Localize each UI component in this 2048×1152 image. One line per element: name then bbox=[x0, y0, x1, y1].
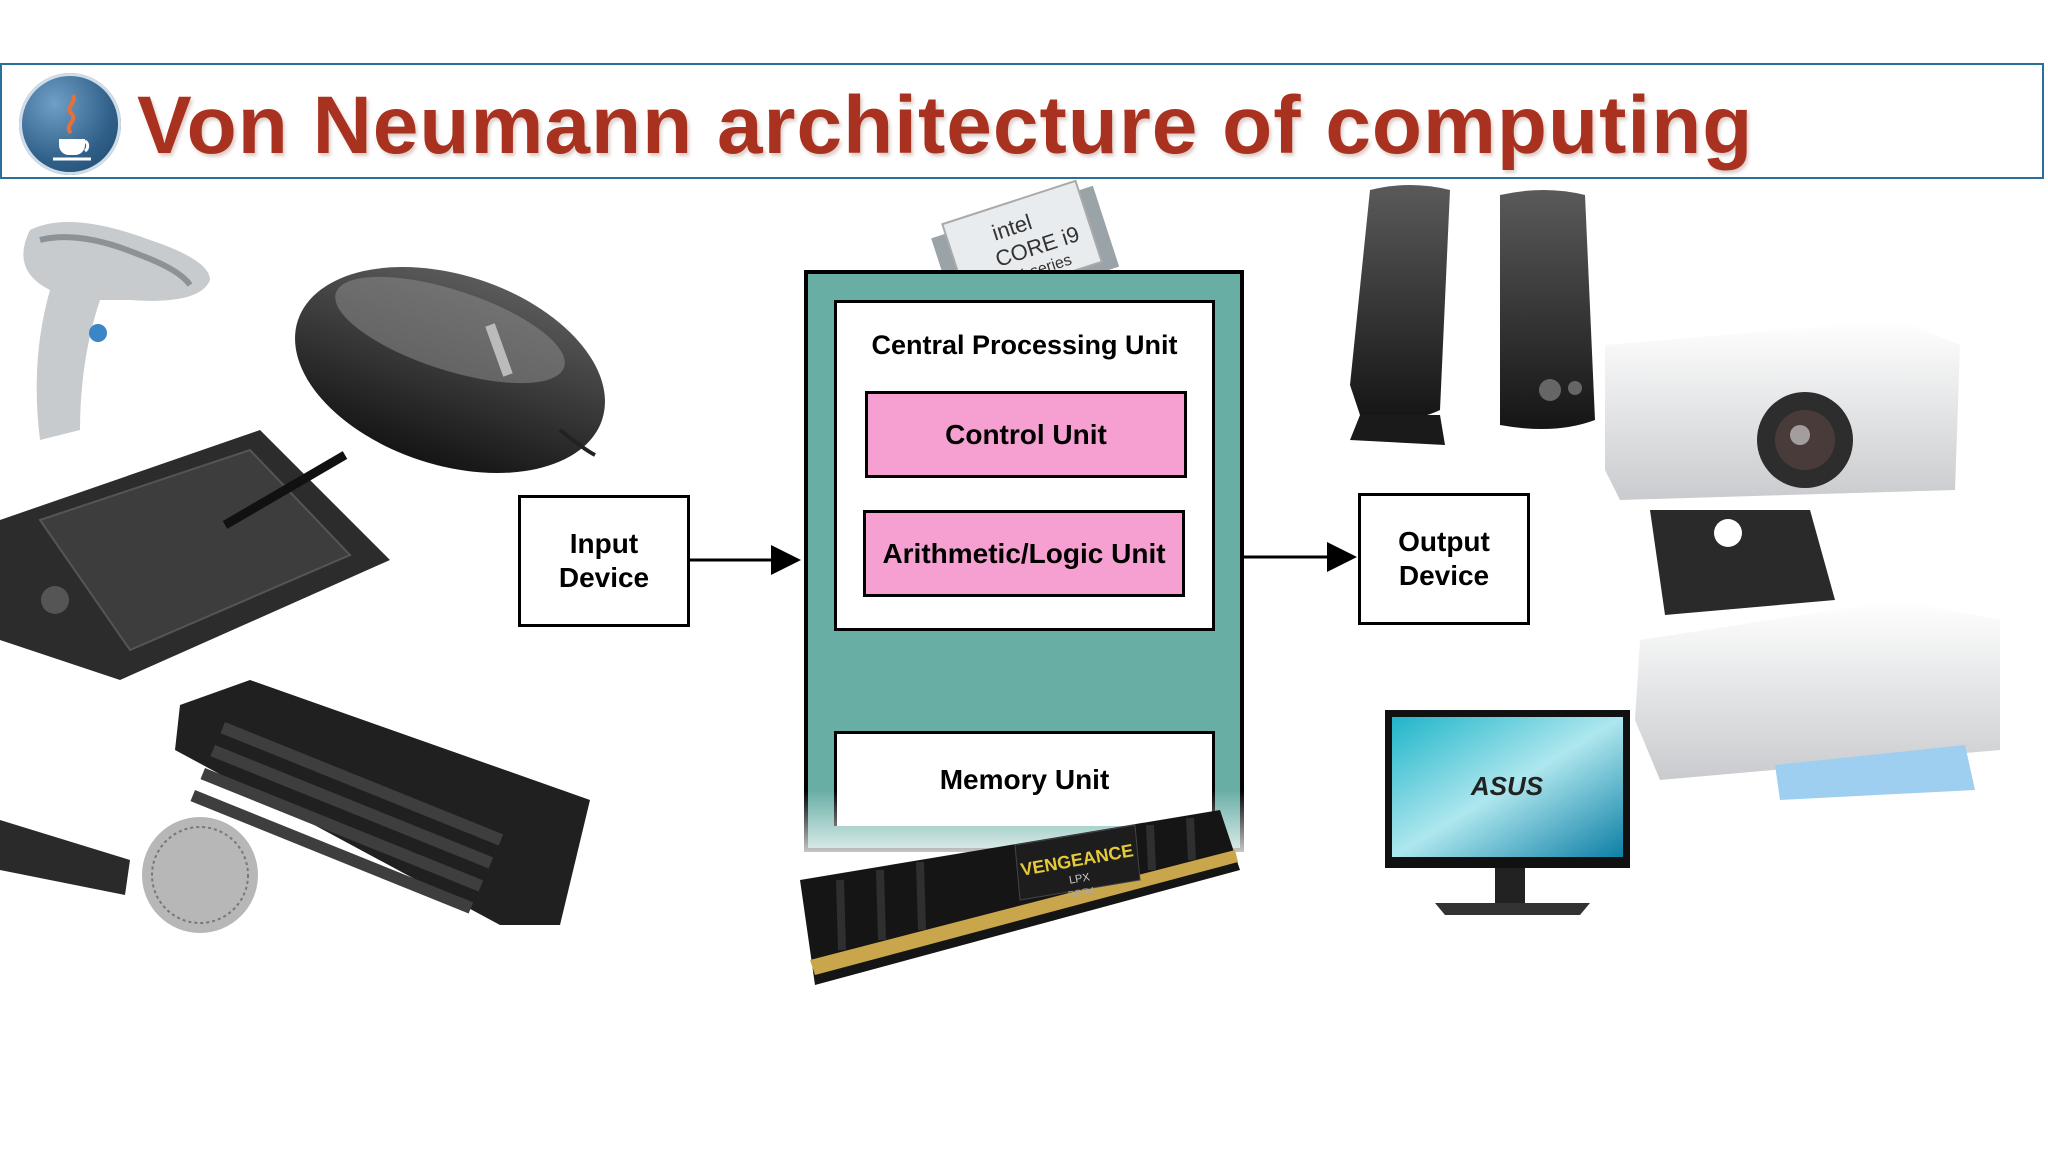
alu-label: Arithmetic/Logic Unit bbox=[882, 537, 1166, 569]
mouse-icon bbox=[295, 267, 605, 473]
output-device-label: Output Device bbox=[1398, 526, 1490, 591]
cpu-title: Central Processing Unit bbox=[871, 330, 1178, 360]
monitor-brand: ASUS bbox=[1470, 771, 1544, 801]
page-title: Von Neumann architecture of computing bbox=[137, 80, 1754, 171]
title-bar: Von Neumann architecture of computing bbox=[0, 63, 2044, 179]
ram-type: DDR4 bbox=[1067, 886, 1096, 902]
control-unit-box: Control Unit bbox=[865, 391, 1187, 478]
printer-icon bbox=[1635, 510, 2000, 800]
input-device-box: Input Device bbox=[518, 495, 690, 627]
control-unit-label: Control Unit bbox=[945, 418, 1107, 450]
microphone-icon bbox=[0, 817, 258, 933]
drawing-tablet-icon bbox=[0, 430, 390, 680]
java-logo-icon bbox=[19, 73, 121, 175]
projector-icon bbox=[1605, 320, 1960, 500]
keyboard-icon bbox=[175, 680, 590, 925]
barcode-scanner-icon bbox=[23, 222, 211, 440]
monitor-icon: ASUS bbox=[1385, 710, 1630, 915]
input-device-label: Input Device bbox=[558, 528, 650, 593]
speakers-icon bbox=[1350, 185, 1595, 445]
ram-module-icon: VENGEANCE LPX DDR4 bbox=[800, 810, 1240, 985]
alu-box: Arithmetic/Logic Unit bbox=[863, 510, 1185, 597]
ram-model: LPX bbox=[1068, 871, 1091, 887]
output-device-box: Output Device bbox=[1358, 493, 1530, 625]
